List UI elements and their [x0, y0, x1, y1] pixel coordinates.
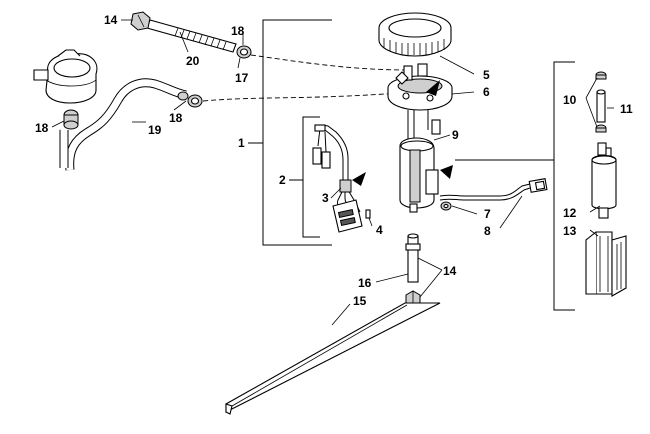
callout-12: 12: [563, 206, 577, 220]
callout-2: 2: [279, 173, 286, 187]
callout-4: 4: [376, 223, 383, 237]
callout-16: 16: [358, 276, 372, 290]
callout-6: 6: [483, 85, 490, 99]
callout-14-bottom: 14: [443, 264, 457, 278]
callout-19: 19: [148, 123, 162, 137]
group-bracket-1: [248, 19, 332, 246]
pump-module-9: [399, 110, 453, 213]
callout-13: 13: [563, 224, 577, 238]
lock-ring-5: [378, 12, 452, 57]
group-bracket-pump: [455, 61, 575, 311]
pump-tube-11: [596, 89, 606, 123]
callout-labels: 1 2 3 4 5 6 7 8 9 10 11 12 13 14 14 15 1…: [35, 13, 633, 308]
callout-1: 1: [238, 136, 245, 150]
fuel-hose-20: [146, 19, 237, 53]
vent-valve: [33, 49, 98, 104]
pickup-tube-16: [405, 233, 421, 283]
group-bracket-2: [289, 116, 320, 238]
callout-3: 3: [322, 191, 329, 205]
callout-17: 17: [235, 71, 249, 85]
pump-sleeve-13: [585, 231, 627, 297]
sender-arm-15: [225, 302, 441, 415]
vent-hose-19: [59, 78, 187, 171]
callout-14-top: 14: [104, 13, 118, 27]
terminal-4: [365, 209, 371, 219]
callout-9: 9: [452, 128, 459, 142]
callout-5: 5: [483, 68, 490, 82]
callout-10: 10: [563, 93, 577, 107]
grommet-7: [440, 201, 452, 211]
sender-harness-8: [439, 178, 548, 201]
callout-18-top: 18: [231, 24, 245, 38]
connector-3: [332, 172, 366, 233]
callout-18-left: 18: [35, 121, 49, 135]
fuel-pump-12: [591, 142, 617, 219]
pump-seal-10-bottom: [595, 124, 607, 133]
leader-lines: [51, 19, 614, 326]
hose-nut-14-top: [130, 11, 151, 31]
hose-clamp-18-top: [236, 45, 252, 59]
hose-clamp-18-left: [63, 109, 79, 130]
callout-15: 15: [353, 294, 367, 308]
callout-8: 8: [484, 224, 491, 238]
callout-7: 7: [484, 207, 491, 221]
callout-11: 11: [620, 102, 633, 116]
hose-clamp-18-mid: [177, 91, 203, 108]
callout-20: 20: [186, 54, 200, 68]
pump-flange-6: [387, 63, 453, 111]
callout-18-mid: 18: [169, 111, 183, 125]
pump-seal-10-top: [595, 71, 607, 80]
